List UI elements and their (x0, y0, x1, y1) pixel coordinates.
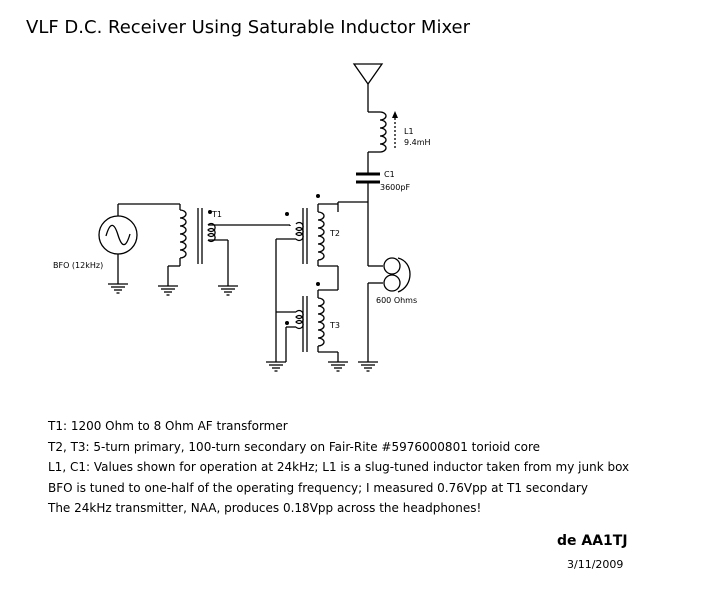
diagram-title: VLF D.C. Receiver Using Saturable Induct… (26, 17, 471, 38)
c1-value-label: 3600pF (380, 183, 410, 192)
signature: de AA1TJ (557, 533, 628, 549)
l1-value-label: 9.4mH (404, 138, 431, 147)
inductor-l1 (367, 111, 398, 174)
transformer-t1 (157, 204, 290, 296)
note-line: T2, T3: 5-turn primary, 100-turn seconda… (48, 439, 541, 454)
c1-ref-label: C1 (384, 170, 395, 179)
note-line: BFO is tuned to one-half of the operatin… (48, 480, 588, 495)
t1-ref-label: T1 (211, 210, 222, 219)
notes-block: T1: 1200 Ohm to 8 Ohm AF transformer T2,… (48, 416, 629, 519)
date: 3/11/2009 (567, 558, 624, 571)
bfo-label: BFO (12kHz) (53, 261, 103, 270)
headphones-symbol (357, 257, 411, 372)
phasing-dots (208, 194, 320, 325)
l1-ref-label: L1 (404, 127, 414, 136)
antenna-symbol (352, 63, 384, 113)
t2-ref-label: T2 (329, 229, 340, 238)
note-line: The 24kHz transmitter, NAA, produces 0.1… (48, 501, 482, 515)
capacitor-c1 (356, 172, 380, 202)
transformer-t2 (275, 203, 339, 340)
headphones-label: 600 Ohms (376, 296, 417, 305)
note-line: T1: 1200 Ohm to 8 Ohm AF transformer (48, 419, 288, 433)
transformer-t3 (265, 290, 349, 372)
note-line: L1, C1: Values shown for operation at 24… (48, 460, 630, 474)
bfo-source (98, 203, 180, 294)
t3-ref-label: T3 (329, 321, 340, 330)
